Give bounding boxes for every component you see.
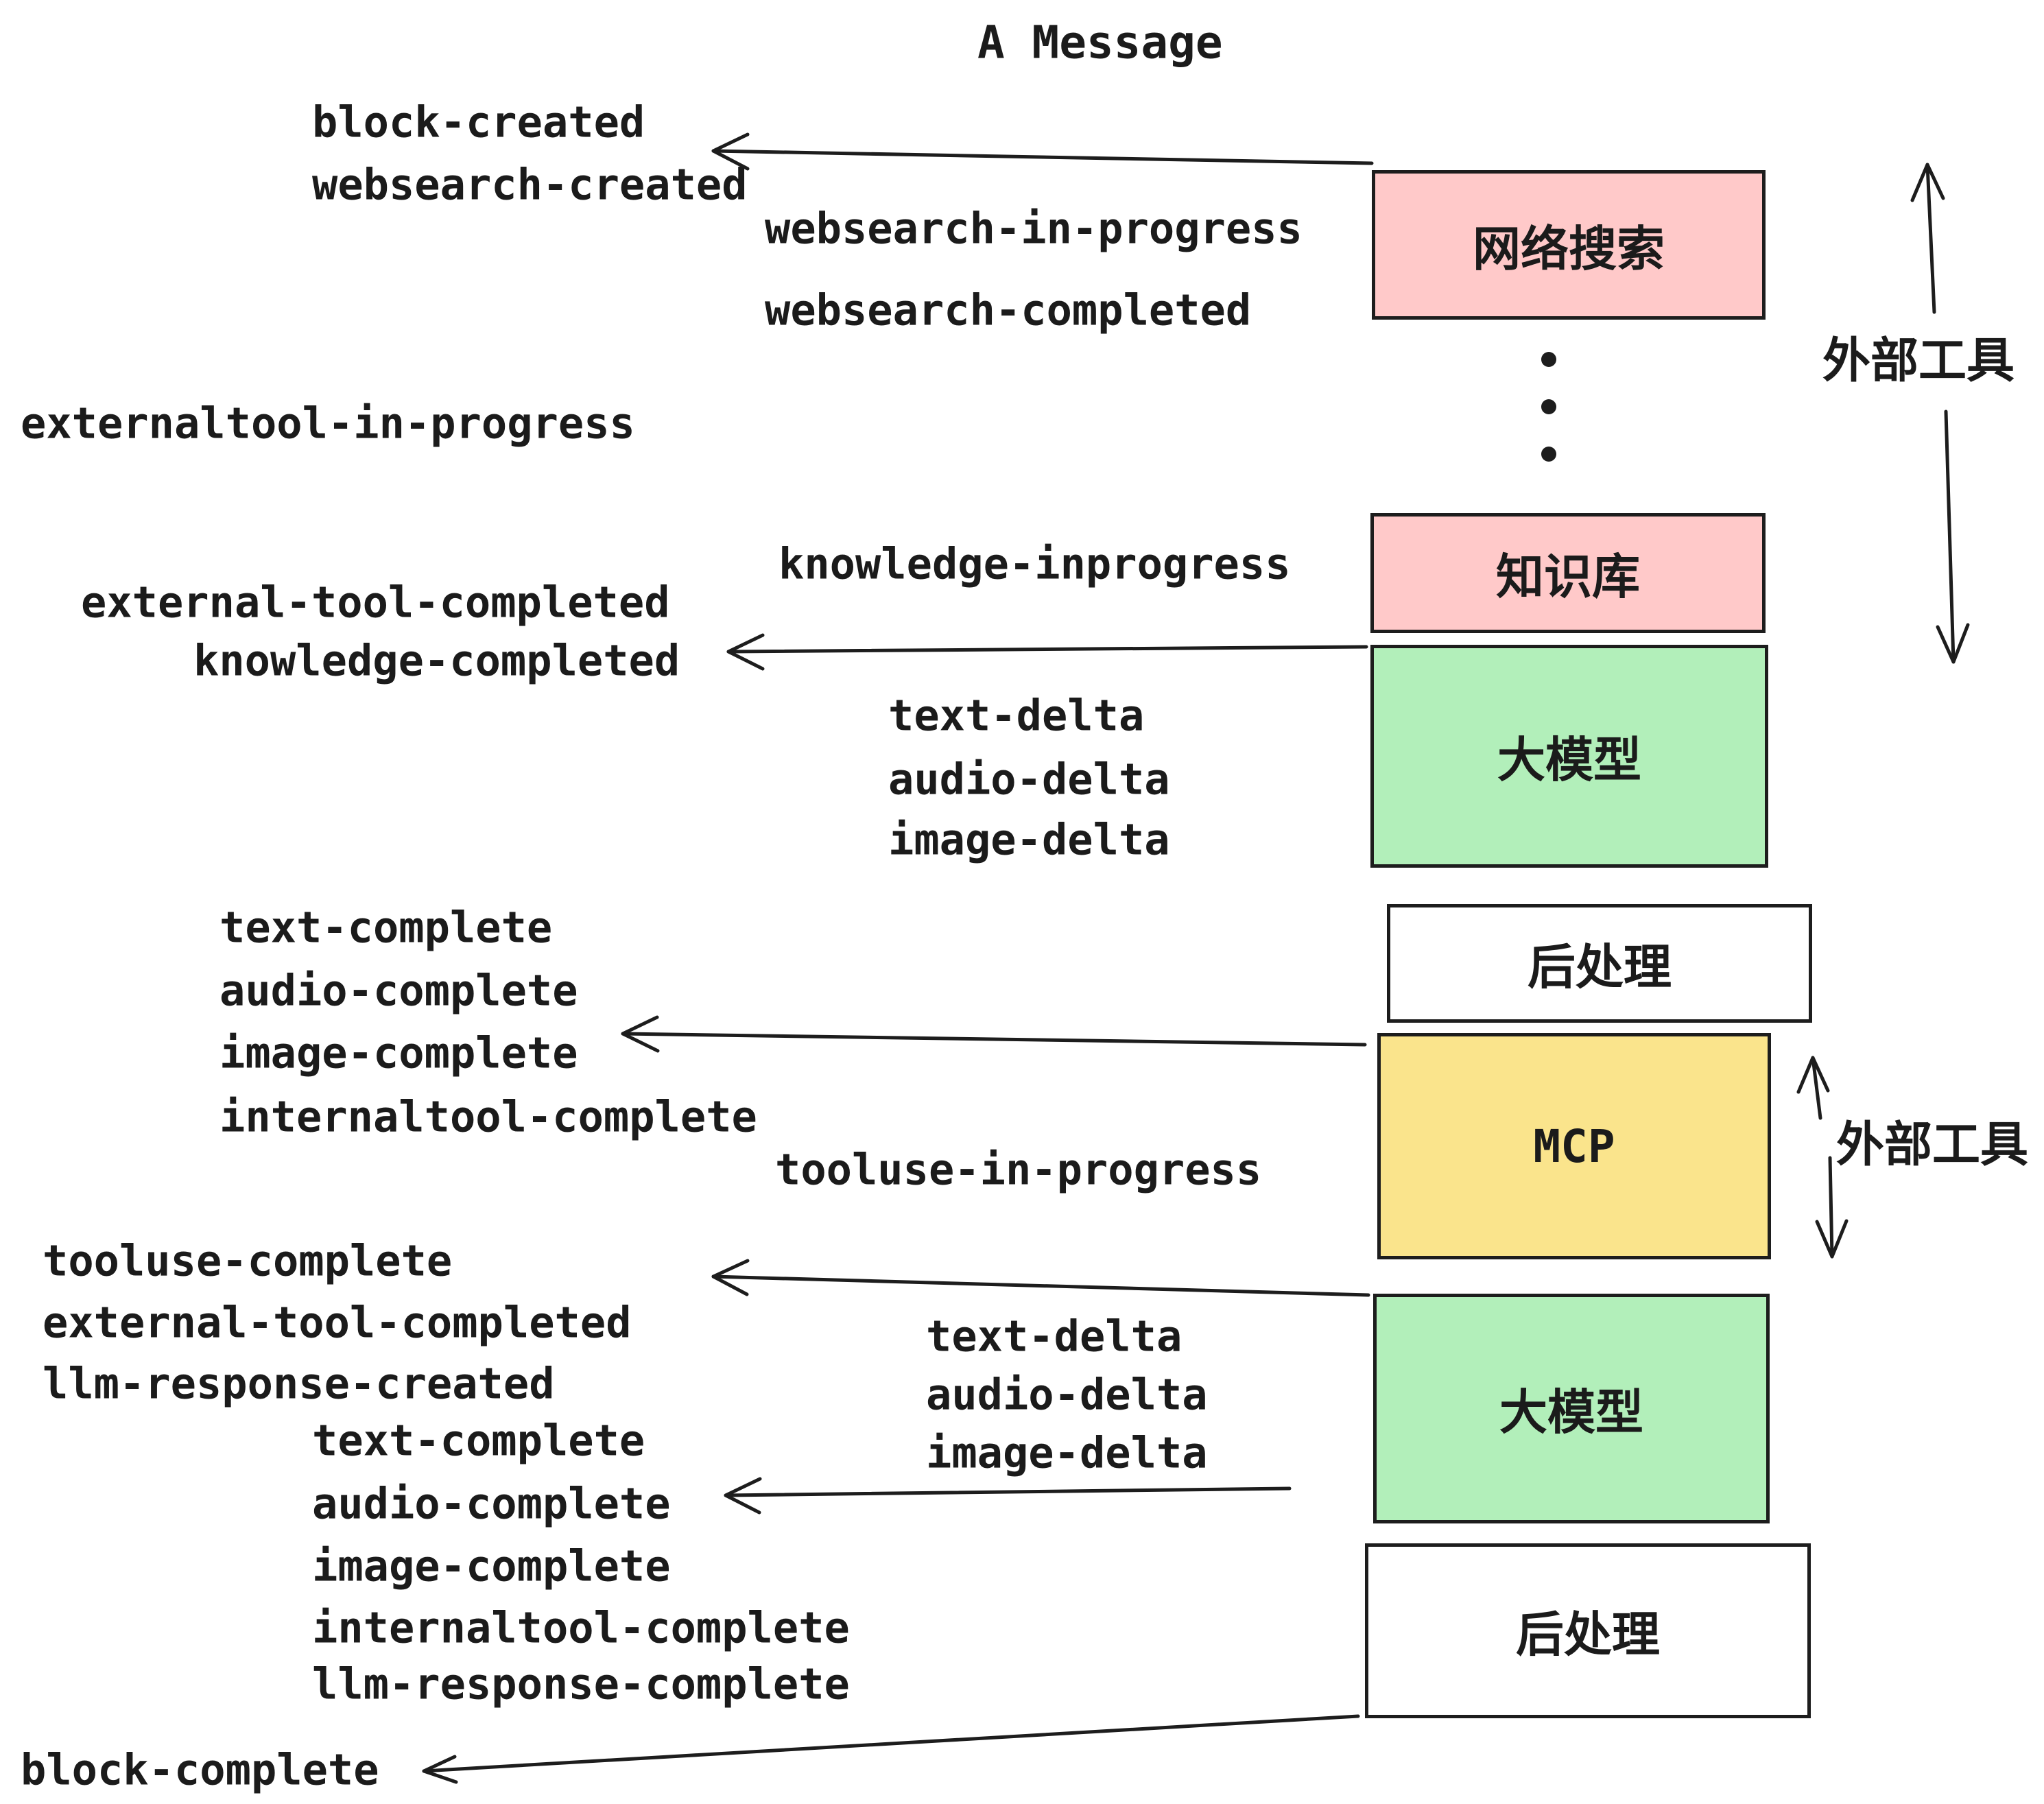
external-tools-down-arrow-shaft [1944,410,1956,664]
event-knowledge-inprogress: knowledge-inprogress [779,538,1291,589]
event-websearch-created: websearch-created [312,159,748,210]
external-tools-2-up-arrow-head [1796,1056,1830,1094]
diagram-title: A Message [977,16,1223,69]
event-audio-delta: audio-delta [888,754,1170,805]
arrow-image-complete-head [621,1015,660,1053]
node-websearch-label: 网络搜索 [1473,222,1665,276]
event-internaltool-complete-2: internaltool-complete [312,1602,850,1653]
node-mcp: MCP [1377,1033,1771,1259]
arrow-audio-complete-shaft [724,1486,1292,1497]
event-image-complete-2: image-complete [312,1541,671,1591]
node-postprocess-2-label: 后处理 [1516,1608,1660,1661]
event-websearch-in-progress: websearch-in-progress [765,203,1303,254]
event-websearch-completed: websearch-completed [765,285,1252,335]
arrow-image-complete-shaft [621,1032,1367,1047]
event-llm-response-complete: llm-response-complete [312,1659,850,1709]
arrow-websearch-created-shaft [711,149,1374,165]
event-audio-complete-2: audio-complete [312,1478,671,1529]
event-knowledge-completed: knowledge-completed [193,635,680,686]
event-tooluse-complete: tooluse-complete [43,1235,453,1286]
ellipsis-dot-2 [1541,399,1556,414]
event-text-complete: text-complete [219,902,553,953]
node-postprocess-label: 后处理 [1528,940,1672,994]
arrow-block-complete-shaft [422,1714,1360,1773]
event-text-delta-2: text-delta [926,1311,1183,1362]
arrow-knowledge-completed-shaft [726,645,1368,654]
node-llm: 大模型 [1370,645,1768,868]
node-knowledge-label: 知识库 [1496,550,1640,604]
node-knowledge: 知识库 [1370,513,1766,633]
external-tools-annotation: 外部工具 [1822,333,2015,388]
external-tools-up-arrow-shaft [1925,163,1936,314]
node-llm-2-label: 大模型 [1499,1386,1643,1439]
external-tools-2-up-arrow-shaft [1811,1056,1822,1120]
arrow-block-complete-head [422,1755,458,1784]
external-tools-2-down-arrow-head [1815,1219,1849,1259]
event-internaltool-complete: internaltool-complete [219,1091,757,1142]
external-tools-up-arrow-head [1910,163,1945,202]
event-image-delta-2: image-delta [926,1427,1208,1478]
event-external-tool-completed-2: external-tool-completed [43,1297,632,1348]
ellipsis-dot-1 [1541,352,1556,367]
event-block-complete: block-complete [21,1744,379,1795]
external-tools-annotation-2: 外部工具 [1836,1117,2028,1172]
event-text-complete-2: text-complete [312,1415,645,1466]
event-tooluse-in-progress: tooluse-in-progress [775,1144,1262,1195]
event-llm-response-created: llm-response-created [43,1358,555,1409]
event-text-delta: text-delta [888,690,1145,741]
external-tools-2-down-arrow-shaft [1828,1156,1834,1259]
node-llm-label: 大模型 [1497,733,1641,787]
node-llm-2: 大模型 [1373,1294,1770,1523]
external-tools-down-arrow-head [1936,623,1970,664]
event-external-tool-completed: external-tool-completed [81,577,670,628]
node-postprocess-2: 后处理 [1365,1543,1811,1718]
event-externaltool-in-progress: externaltool-in-progress [21,398,635,449]
event-audio-complete: audio-complete [219,965,578,1016]
node-postprocess: 后处理 [1387,904,1812,1023]
arrow-knowledge-completed-head [726,633,765,671]
ellipsis-dot-3 [1541,447,1556,462]
event-image-complete: image-complete [219,1028,578,1078]
node-websearch: 网络搜索 [1372,170,1766,320]
node-mcp-label: MCP [1533,1119,1615,1173]
event-image-delta: image-delta [888,814,1170,865]
arrow-tooluse-complete-shaft [711,1274,1370,1297]
event-audio-delta-2: audio-delta [926,1369,1208,1420]
arrow-tooluse-complete-head [711,1259,750,1296]
event-block-created: block-created [312,97,645,147]
arrow-audio-complete-head [724,1477,762,1515]
